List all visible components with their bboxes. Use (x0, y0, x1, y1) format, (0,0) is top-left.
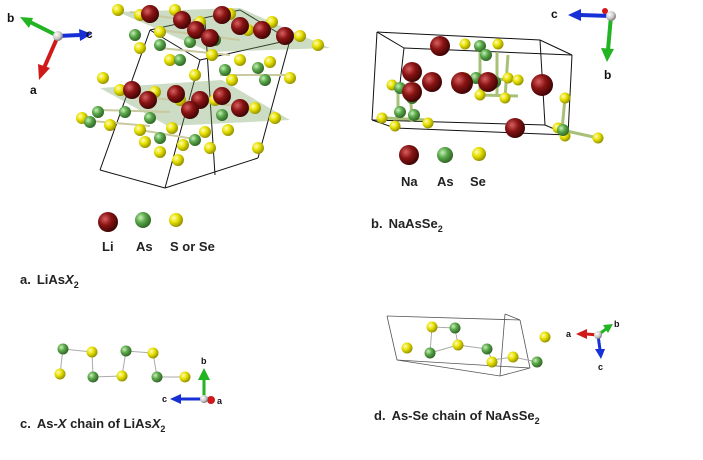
legend-se-label: Se (470, 174, 486, 189)
legend-li-swatch (98, 212, 118, 232)
panel-b-caption: b.NaAsSe2 (371, 216, 443, 234)
legend-x-swatch (169, 213, 183, 227)
legend-as-swatch (135, 212, 151, 228)
axis-label-a: a (566, 329, 572, 339)
panel-a-polyhedra (100, 8, 330, 126)
panel-b-legend: Na As Se (399, 145, 486, 189)
legend-se-swatch (472, 147, 486, 161)
axis-label-b: b (201, 356, 207, 366)
axis-label-a: a (30, 83, 37, 97)
legend-na-swatch (399, 145, 419, 165)
panel-c-axes: b c a (162, 356, 223, 406)
panel-a-legend: Li As S or Se (98, 212, 215, 254)
panel-c-atoms (54, 343, 191, 383)
axis-label-c: c (162, 394, 167, 404)
axis-label-b: b (614, 319, 620, 329)
panel-b-sodium-atoms (402, 36, 553, 138)
legend-li-label: Li (102, 239, 114, 254)
panel-d: a b c d.As-Se chain of NaAsSe2 (374, 313, 620, 426)
panel-d-caption: d.As-Se chain of NaAsSe2 (374, 408, 540, 426)
axis-label-b: b (7, 11, 14, 25)
panel-a-lithium-atoms (123, 5, 294, 119)
legend-as-swatch (437, 147, 453, 163)
panel-a: b c a (7, 4, 330, 290)
legend-x-label: S or Se (170, 239, 215, 254)
panel-b: c b Na As Se b.NaAsSe2 (371, 7, 616, 234)
panel-a-axes: b c a (7, 11, 93, 97)
panel-d-axes: a b c (566, 319, 620, 372)
axis-label-b: b (604, 68, 611, 82)
legend-na-label: Na (401, 174, 418, 189)
panel-a-caption: a.LiAsX2 (20, 272, 79, 290)
panel-a-arsenic-atoms (84, 29, 271, 146)
axis-label-c: c (551, 7, 558, 21)
panel-d-atoms (401, 321, 551, 368)
axis-label-a: a (217, 396, 223, 406)
legend-as-label: As (136, 239, 153, 254)
panel-b-axes: c b (551, 7, 616, 82)
axis-label-c: c (86, 27, 93, 41)
panel-d-bonds (429, 326, 538, 363)
panel-c-caption: c.As-X chain of LiAsX2 (20, 416, 165, 434)
panel-c: b c a c.As-X chain of LiAsX2 (20, 343, 223, 434)
legend-as-label: As (437, 174, 454, 189)
axis-label-c: c (598, 362, 603, 372)
